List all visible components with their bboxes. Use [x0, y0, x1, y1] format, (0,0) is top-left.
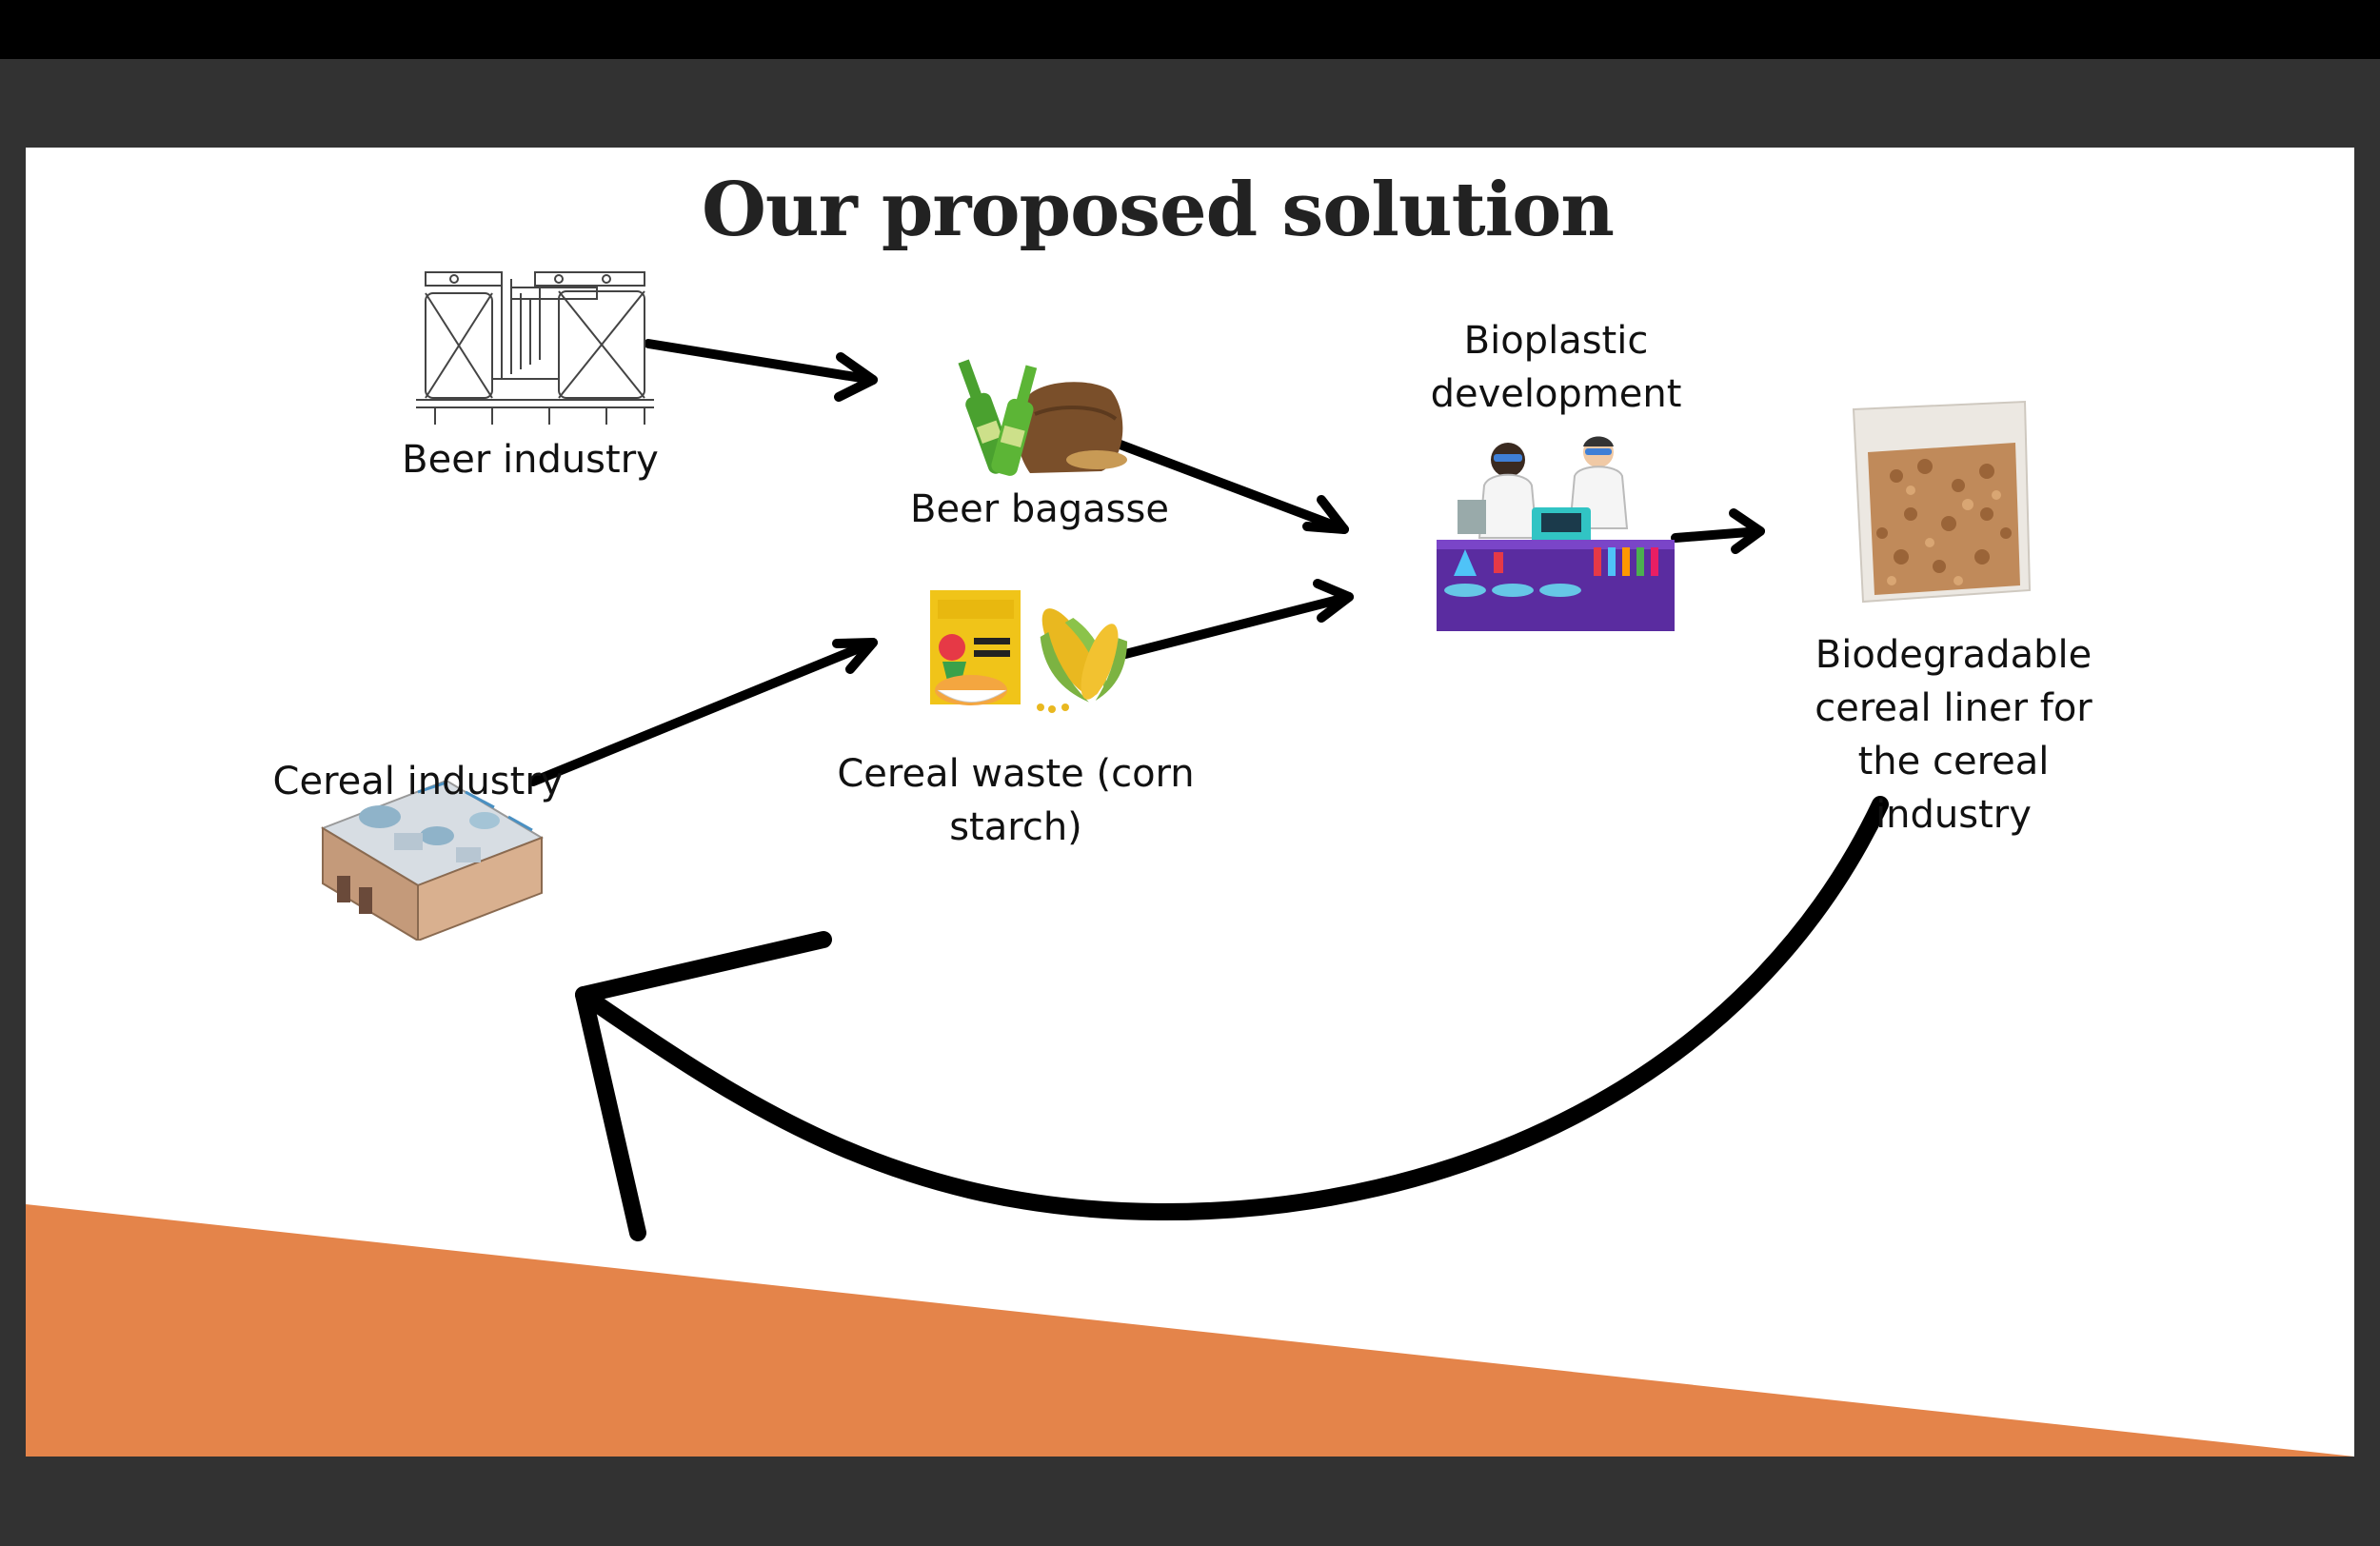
arrow-beer-industry-to-bagasse	[644, 339, 878, 402]
brewery-tanks-icon	[416, 271, 654, 425]
cereal-bag-icon	[1852, 400, 2032, 604]
page-title: Our proposed solution	[701, 167, 1615, 253]
cereal-waste-label: Cereal waste (corn starch)	[837, 752, 1195, 849]
liner-label: Biodegradable cereal liner for the cerea…	[1815, 633, 2092, 837]
arrow-cereal-industry-to-cereal-waste	[528, 638, 878, 786]
beer-bottles-grain-sack-icon	[958, 359, 1127, 476]
arrow-cereal-waste-to-bioplastic	[1080, 579, 1354, 669]
arrow-bioplastic-to-liner	[1671, 508, 1765, 554]
bioplastic-label: Bioplastic development	[1430, 319, 1682, 416]
arrow-liner-to-cereal-industry	[575, 796, 1889, 1241]
beer-bagasse-label: Beer bagasse	[910, 487, 1169, 531]
beer-industry-label: Beer industry	[402, 438, 659, 482]
cereal-box-corn-icon	[930, 590, 1128, 713]
cereal-industry-label: Cereal industry	[272, 760, 564, 803]
orange-accent-shape	[26, 1204, 2354, 1457]
scientists-lab-icon	[1437, 436, 1675, 631]
arrow-bagasse-to-bioplastic	[1078, 426, 1349, 534]
factory-icon	[320, 781, 544, 941]
slide: Our proposed solution	[26, 148, 2354, 1457]
top-bar	[0, 0, 2380, 59]
flow-arrows	[528, 339, 1889, 1241]
